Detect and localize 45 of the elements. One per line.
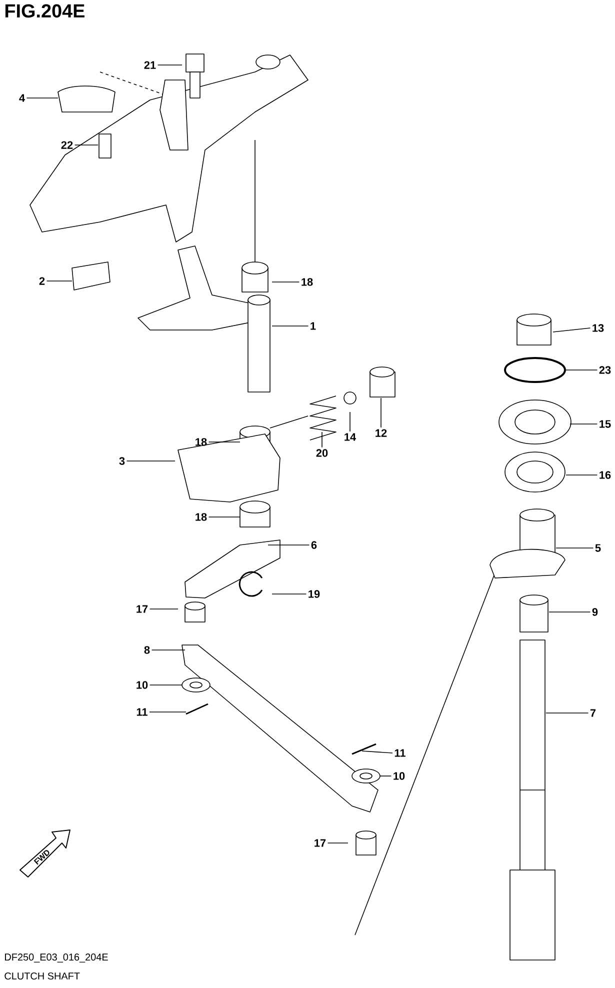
- callout-number: 17: [136, 605, 148, 613]
- leader-line: [149, 684, 182, 686]
- callout-number: 3: [119, 457, 125, 465]
- callout-number: 4: [19, 94, 25, 102]
- callout-number: 9: [592, 608, 598, 616]
- leader-line: [566, 474, 598, 476]
- callout-number: 6: [311, 541, 317, 549]
- leader-line: [268, 544, 310, 546]
- callout-number: 19: [308, 590, 320, 598]
- callout-number: 7: [590, 709, 596, 717]
- leader-line: [126, 460, 176, 462]
- caption: CLUTCH SHAFT: [4, 972, 80, 980]
- callout-number: 10: [136, 681, 148, 689]
- leader-line: [74, 144, 98, 146]
- callout-number: 18: [196, 438, 207, 446]
- leader-line: [380, 398, 382, 428]
- callout-number: 23: [599, 366, 611, 374]
- leader-line: [208, 516, 240, 518]
- callout-number: 14: [344, 433, 356, 441]
- leader-line: [546, 712, 589, 714]
- leader-line: [149, 608, 178, 610]
- callout-number: 8: [144, 646, 150, 654]
- figure-title: FIG.204E: [5, 4, 84, 18]
- leader-line: [552, 328, 591, 332]
- callout-number: 11: [136, 708, 148, 716]
- callout-number: 17: [314, 839, 326, 847]
- callout-number: 16: [600, 471, 611, 479]
- callout-number: 5: [595, 544, 601, 552]
- callout-number: 1: [310, 322, 316, 330]
- callout-number: 20: [316, 449, 328, 457]
- callout-number: 22: [61, 141, 73, 149]
- drawing-code: DF250_E03_016_204E: [5, 954, 108, 962]
- callout-number: 13: [592, 324, 604, 332]
- callout-number: 18: [196, 513, 207, 521]
- leader-line: [157, 64, 182, 66]
- callout-number: 18: [302, 278, 313, 286]
- leader-line: [327, 842, 348, 844]
- callout-number: 11: [394, 749, 406, 757]
- callout-number: 10: [394, 772, 405, 780]
- callout-number: 12: [376, 429, 387, 437]
- leader-line: [46, 280, 72, 282]
- callout-number: 15: [600, 420, 611, 428]
- callout-number: 21: [144, 61, 156, 69]
- leader-line: [362, 750, 393, 754]
- callout-number: 2: [39, 277, 45, 285]
